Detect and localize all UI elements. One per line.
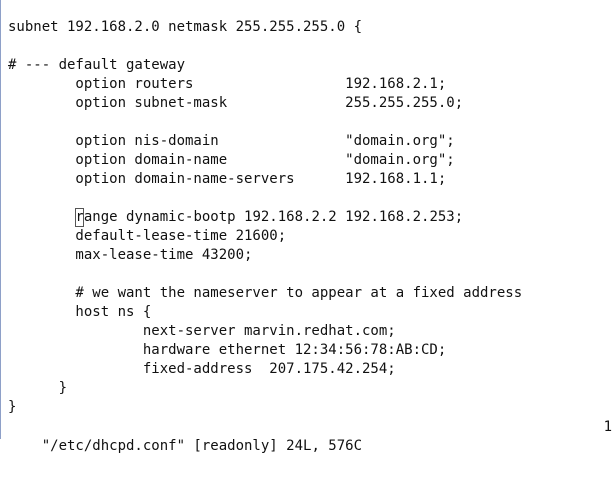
editor-line: fixed-address 207.175.42.254; [8,361,396,377]
editor-line: option domain-name "domain.org"; [8,152,455,168]
status-position: 1 [603,419,612,435]
editor-line: # we want the nameserver to appear at a … [8,285,523,301]
editor-line: } [8,380,68,396]
editor-line [8,189,612,208]
cursor-line-prefix [8,209,75,225]
editor-line: host ns { [8,304,152,320]
editor-line [8,113,612,132]
editor-line: default-lease-time 21600; [8,228,287,244]
editor-line: hardware ethernet 12:34:56:78:AB:CD; [8,342,447,358]
editor-line [8,37,612,56]
editor-line: option domain-name-servers 192.168.1.1; [8,171,447,187]
editor-line: option subnet-mask 255.255.255.0; [8,95,464,111]
editor-buffer[interactable]: subnet 192.168.2.0 netmask 255.255.255.0… [8,18,612,417]
editor-line: next-server marvin.redhat.com; [8,323,396,339]
status-message: "/etc/dhcpd.conf" [readonly] 24L, 576C [41,438,363,454]
editor-line: max-lease-time 43200; [8,247,253,263]
cursor-line-suffix: ange dynamic-bootp 192.168.2.2 192.168.2… [83,209,464,225]
editor-line [8,265,612,284]
editor-line: # --- default gateway [8,57,186,73]
editor-line: option routers 192.168.2.1; [8,76,447,92]
editor-line-cursor: range dynamic-bootp 192.168.2.2 192.168.… [8,208,612,227]
text-editor[interactable]: subnet 192.168.2.0 netmask 255.255.255.0… [0,0,616,454]
text-cursor: r [75,208,84,227]
editor-line: option nis-domain "domain.org"; [8,133,455,149]
editor-line: } [8,399,17,415]
status-bar: "/etc/dhcpd.conf" [readonly] 24L, 576C 1 [8,418,612,454]
editor-line: subnet 192.168.2.0 netmask 255.255.255.0… [8,19,363,35]
